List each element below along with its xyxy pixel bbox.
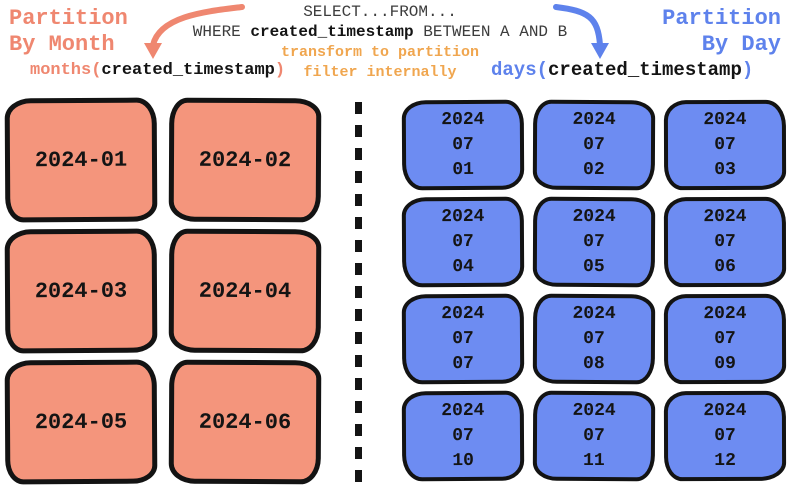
day-partition-year: 2024: [572, 109, 616, 130]
sql-where-line: WHERE created_timestamp BETWEEN A AND B: [150, 22, 610, 42]
title-line: By Month: [9, 32, 115, 57]
day-partition-box: 2024 07 04: [401, 196, 525, 288]
month-partition-grid: 2024-01 2024-02 2024-03 2024-04 2024-05 …: [4, 97, 322, 485]
day-partition-year: 2024: [441, 303, 485, 324]
day-partition-box: 2024 07 11: [532, 390, 656, 482]
curved-arrow-down-right-icon: [553, 4, 609, 59]
day-partition-month: 07: [714, 328, 736, 349]
day-partition-box: 2024 07 10: [401, 390, 525, 482]
month-partition-label: 2024-04: [198, 278, 292, 304]
day-partition-day: 12: [714, 450, 736, 471]
where-keyword: WHERE: [192, 23, 251, 41]
day-partition-day: 02: [583, 159, 605, 180]
day-partition-day: 04: [452, 256, 475, 277]
sql-select-line: SELECT...FROM...: [303, 3, 457, 21]
fn-argument: created_timestamp: [101, 61, 275, 80]
day-partition-box: 2024 07 12: [663, 390, 787, 482]
day-partition-month: 07: [583, 328, 605, 349]
month-partition-label: 2024-03: [34, 278, 128, 304]
day-partition-year: 2024: [441, 400, 485, 421]
month-partition-box: 2024-03: [4, 228, 158, 354]
curved-arrow-down-left-icon: [144, 4, 245, 59]
title-line: Partition: [9, 6, 128, 31]
transform-note-line1: transform to partition: [280, 44, 480, 61]
month-partition-label: 2024-01: [34, 147, 128, 173]
column-name: created_timestamp: [250, 23, 414, 41]
day-partition-box: 2024 07 08: [532, 293, 656, 385]
day-partition-box: 2024 07 02: [532, 99, 656, 191]
dashed-divider-line: [355, 102, 362, 486]
day-partition-year: 2024: [703, 400, 747, 421]
day-partition-month: 07: [714, 425, 736, 446]
partition-by-day-title: Partition By Day: [662, 6, 781, 58]
day-partition-box: 2024 07 03: [663, 99, 787, 191]
between-clause: BETWEEN A AND B: [413, 23, 568, 41]
fn-prefix: days(: [491, 59, 549, 81]
day-partition-box: 2024 07 09: [663, 293, 787, 385]
day-partition-day: 11: [583, 450, 605, 471]
title-line: Partition: [662, 6, 781, 31]
day-partition-month: 07: [583, 425, 605, 446]
month-partition-label: 2024-05: [34, 409, 128, 435]
day-partition-box: 2024 07 06: [663, 196, 787, 288]
day-partition-month: 07: [583, 231, 605, 252]
day-partition-year: 2024: [572, 400, 616, 421]
day-partition-month: 07: [714, 134, 736, 155]
day-partition-month: 07: [452, 328, 474, 349]
fn-suffix: ): [741, 59, 754, 81]
day-partition-day: 07: [452, 353, 475, 374]
day-partition-day: 09: [714, 353, 736, 374]
day-partition-grid: 2024 07 01 2024 07 02 2024 07 03 2024 07…: [401, 99, 787, 482]
day-partition-day: 05: [583, 256, 605, 277]
day-partition-box: 2024 07 07: [401, 293, 525, 385]
month-partition-label: 2024-06: [198, 409, 292, 435]
day-partition-box: 2024 07 05: [532, 196, 656, 288]
month-partition-box: 2024-05: [4, 359, 158, 485]
partition-by-month-title: Partition By Month: [9, 6, 128, 58]
day-partition-year: 2024: [441, 109, 485, 130]
day-partition-year: 2024: [572, 206, 616, 227]
days-transform-label: days(created_timestamp): [491, 59, 753, 81]
day-partition-month: 07: [452, 231, 474, 252]
months-transform-label: months(created_timestamp): [30, 61, 285, 80]
day-partition-day: 06: [714, 256, 736, 277]
day-partition-year: 2024: [572, 303, 616, 324]
month-partition-box: 2024-01: [4, 97, 158, 223]
transform-note-line2: filter internally: [303, 64, 457, 81]
sql-query-block: SELECT...FROM... WHERE created_timestamp…: [150, 2, 610, 82]
fn-prefix: months(: [30, 61, 102, 80]
day-partition-day: 01: [452, 159, 475, 180]
fn-suffix: ): [274, 61, 286, 80]
title-line: By Day: [701, 32, 781, 57]
day-partition-month: 07: [714, 231, 736, 252]
day-partition-box: 2024 07 01: [401, 99, 525, 191]
day-partition-month: 07: [452, 134, 474, 155]
day-partition-month: 07: [452, 425, 474, 446]
day-partition-day: 08: [583, 353, 605, 374]
day-partition-month: 07: [583, 134, 605, 155]
month-partition-box: 2024-04: [168, 228, 322, 354]
day-partition-year: 2024: [441, 206, 485, 227]
day-partition-year: 2024: [703, 206, 747, 227]
day-partition-year: 2024: [703, 109, 747, 130]
day-partition-year: 2024: [703, 303, 747, 324]
day-partition-day: 10: [452, 450, 475, 471]
month-partition-box: 2024-02: [168, 97, 322, 223]
fn-argument: created_timestamp: [548, 59, 742, 81]
month-partition-box: 2024-06: [168, 359, 322, 485]
month-partition-label: 2024-02: [198, 147, 292, 173]
day-partition-day: 03: [714, 159, 736, 180]
